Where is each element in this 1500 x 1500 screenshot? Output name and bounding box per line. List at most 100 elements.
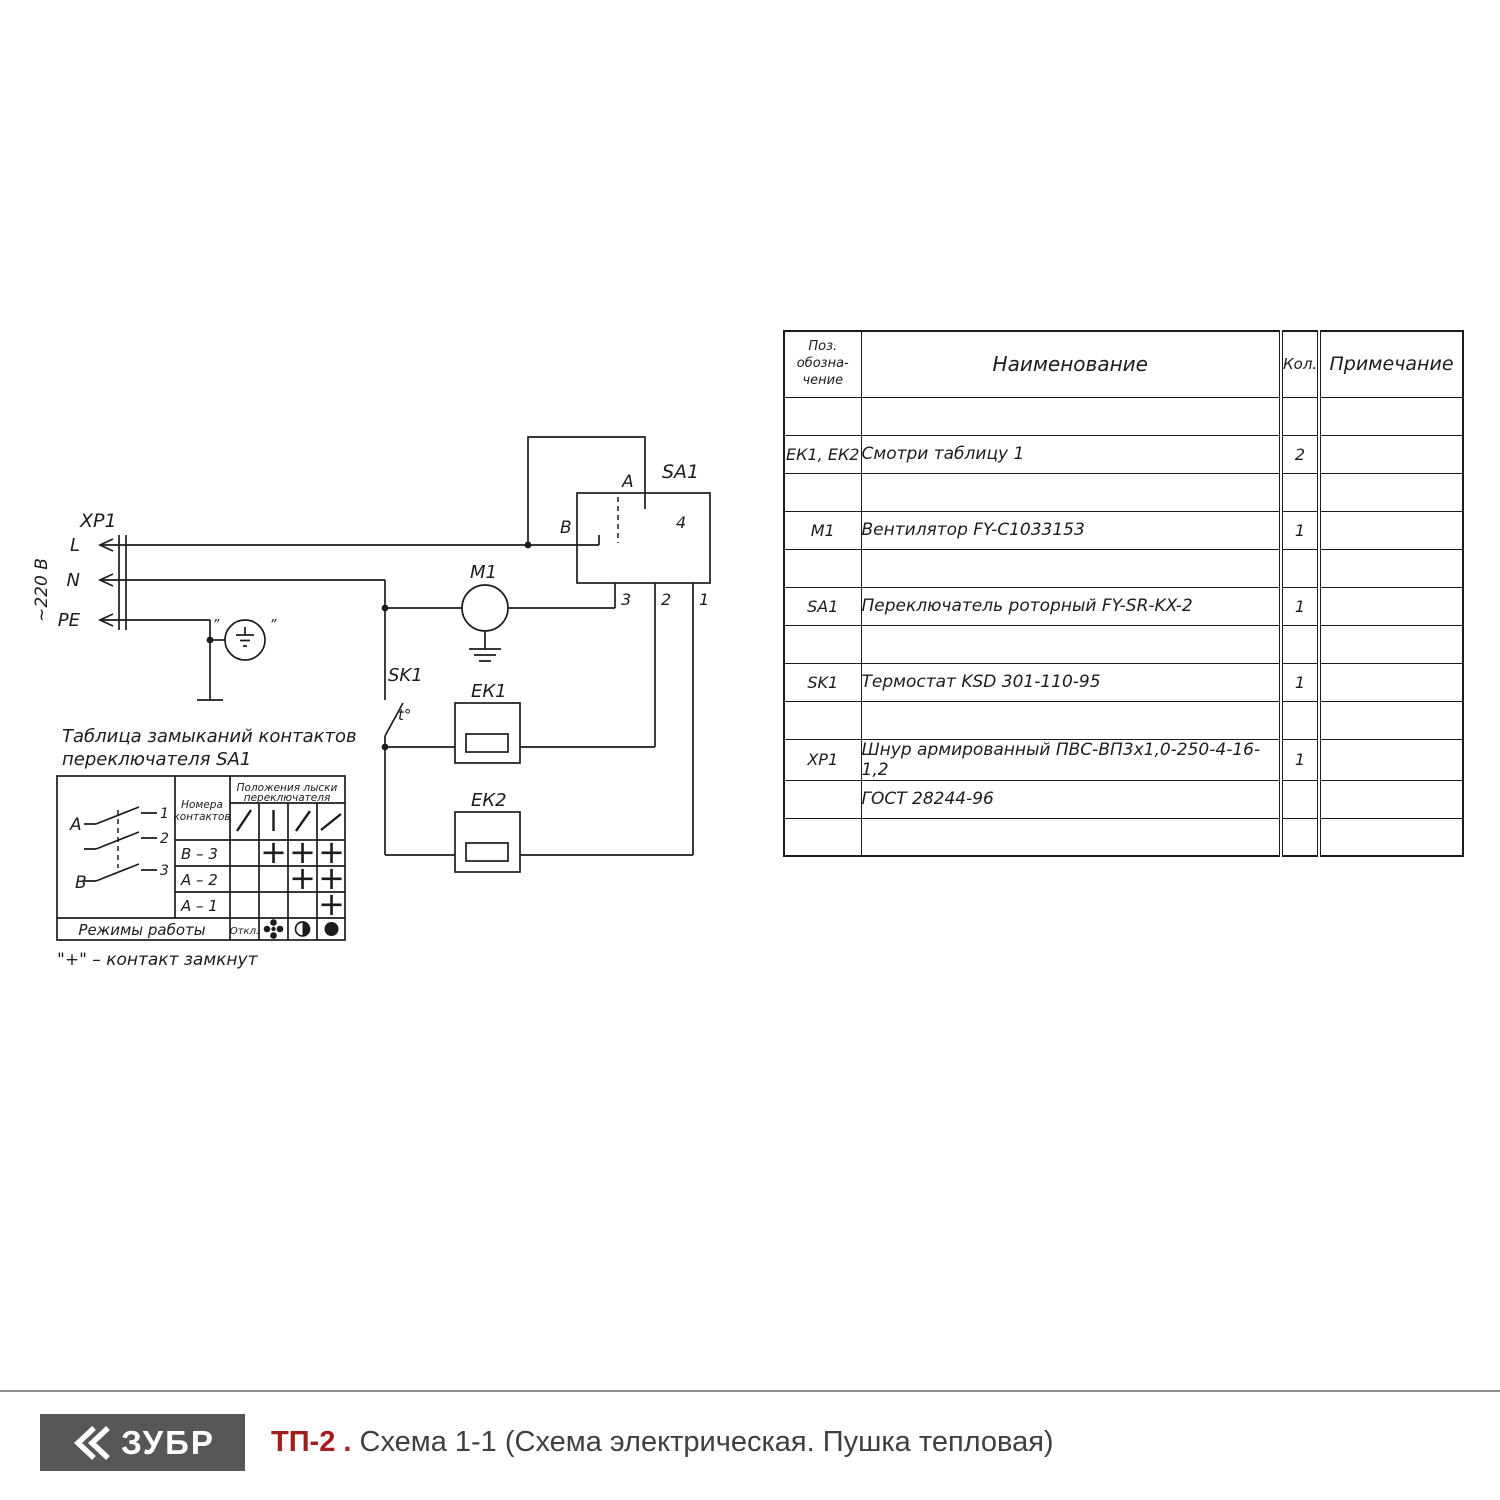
knob-position-3-icon (320, 813, 342, 831)
part-note (1318, 662, 1464, 702)
part-pos: ХР1 (783, 738, 862, 781)
header-qty: Кол. (1279, 330, 1321, 398)
ek1-label: ЕК1 (471, 681, 507, 702)
part-name (860, 396, 1282, 436)
ek2-box (454, 811, 521, 873)
thermostat-temp-label: t° (398, 706, 411, 724)
contact-closure-table: Таблица замыканий контактов переключател… (56, 726, 357, 970)
sa1-pin2-label: 2 (661, 590, 671, 609)
part-name (860, 624, 1282, 664)
mode-full-power-icon (324, 922, 339, 936)
caption-text: Схема 1-1 (Схема электрическая. Пушка те… (359, 1426, 1054, 1458)
part-qty: 2 (1279, 434, 1321, 474)
parts-row: М1 Вентилятор FY-C1033153 1 (783, 510, 1464, 550)
part-qty (1279, 700, 1321, 740)
closure-mark: + (289, 833, 316, 871)
contact-table-frame (56, 775, 346, 941)
part-name: Переключатель роторный FY-SR-KX-2 (860, 586, 1282, 626)
modes-label: Режимы работы (78, 921, 205, 939)
part-qty (1279, 624, 1321, 664)
part-name: ГОСТ 28244-96 (860, 779, 1282, 819)
brand-name: ЗУБР (121, 1423, 215, 1461)
sa1-internal-contacts (577, 493, 646, 546)
contact-row-label: А – 2 (180, 871, 218, 889)
contact-terminals (141, 812, 157, 871)
drawing-caption: ТП-2 . Схема 1-1 (Схема электрическая. П… (271, 1426, 1054, 1459)
thermostat-blade (384, 702, 404, 737)
numbers-header-1: Номера (181, 799, 223, 811)
model-number: ТП-2 . (271, 1426, 352, 1458)
contact-2-label: 2 (160, 831, 169, 847)
contact-blades (95, 806, 140, 882)
part-note (1318, 434, 1464, 474)
part-qty (1279, 396, 1321, 436)
wire-l-loop (527, 436, 646, 545)
header-pos-line1: Поз. (808, 338, 838, 354)
positions-header-2: переключателя (244, 792, 331, 804)
earth-circle-icon (224, 619, 266, 661)
wires (100, 436, 646, 855)
part-pos (783, 700, 862, 740)
contact-diagram: А В 1 2 3 (69, 806, 169, 893)
parts-row (783, 817, 1464, 857)
sk1-label: SK1 (388, 665, 423, 686)
knob-position-off-icon (236, 809, 252, 832)
parts-row (783, 700, 1464, 740)
part-note (1318, 510, 1464, 550)
closure-mark: + (318, 833, 345, 871)
zubr-logo: ЗУБР (40, 1414, 245, 1471)
part-name: Вентилятор FY-C1033153 (860, 510, 1282, 550)
contact-3-label: 3 (160, 863, 169, 879)
part-note (1318, 779, 1464, 819)
sa1-pin4-label: 4 (676, 513, 686, 532)
contact-table-vlines (174, 776, 318, 940)
part-note (1318, 548, 1464, 588)
part-note (1318, 586, 1464, 626)
part-pos (783, 472, 862, 512)
header-name: Наименование (860, 330, 1282, 398)
part-name (860, 817, 1282, 857)
parts-row: SA1 Переключатель роторный FY-SR-KX-2 1 (783, 586, 1464, 626)
mode-half-power-icon (294, 921, 311, 937)
part-qty: 1 (1279, 738, 1321, 781)
voltage-label: ~220 В (32, 558, 52, 622)
part-pos (783, 396, 862, 436)
mode-fan-icon (263, 919, 284, 939)
wire-pe (100, 619, 223, 701)
ground-symbol: ” ” (206, 618, 277, 661)
part-note (1318, 738, 1464, 781)
ground-quote-left: ” (213, 618, 220, 633)
part-qty: 1 (1279, 662, 1321, 702)
ek1-box (454, 702, 521, 764)
connector-bars (118, 535, 127, 630)
parts-row (783, 396, 1464, 436)
zubr-logo-icon (74, 1425, 111, 1460)
contact-table-title-2: переключателя SA1 (62, 749, 251, 770)
parts-row: SK1 Термостат KSD 301-110-95 1 (783, 662, 1464, 702)
part-name: Смотри таблицу 1 (860, 434, 1282, 474)
sk1-thermostat: SK1 t° (384, 665, 423, 737)
motor-ground-icon (469, 631, 501, 662)
part-note (1318, 396, 1464, 436)
closure-mark: + (318, 885, 345, 923)
junction-dot (524, 541, 532, 549)
m1-label: М1 (470, 562, 497, 583)
closure-mark: + (289, 859, 316, 897)
part-name: Шнур армированный ПВС-ВП3х1,0-250-4-16-1… (860, 738, 1282, 781)
part-name (860, 472, 1282, 512)
wire-n-label: N (67, 570, 80, 591)
part-pos (783, 548, 862, 588)
sa1-pin1-label: 1 (699, 590, 709, 609)
sa1-switch: SA1 А В 4 3 2 1 (560, 461, 711, 855)
sa1-box (576, 492, 711, 584)
contact-b-label: В (75, 873, 87, 893)
part-pos (783, 817, 862, 857)
contact-a-label: А (69, 815, 82, 835)
sa1-term-a-label: А (621, 472, 634, 492)
part-qty (1279, 779, 1321, 819)
part-pos: SK1 (783, 662, 862, 702)
parts-row: ЕК1, ЕК2 Смотри таблицу 1 2 (783, 434, 1464, 474)
sa1-term-b-label: В (560, 518, 572, 538)
numbers-header-2: контактов (173, 811, 230, 823)
